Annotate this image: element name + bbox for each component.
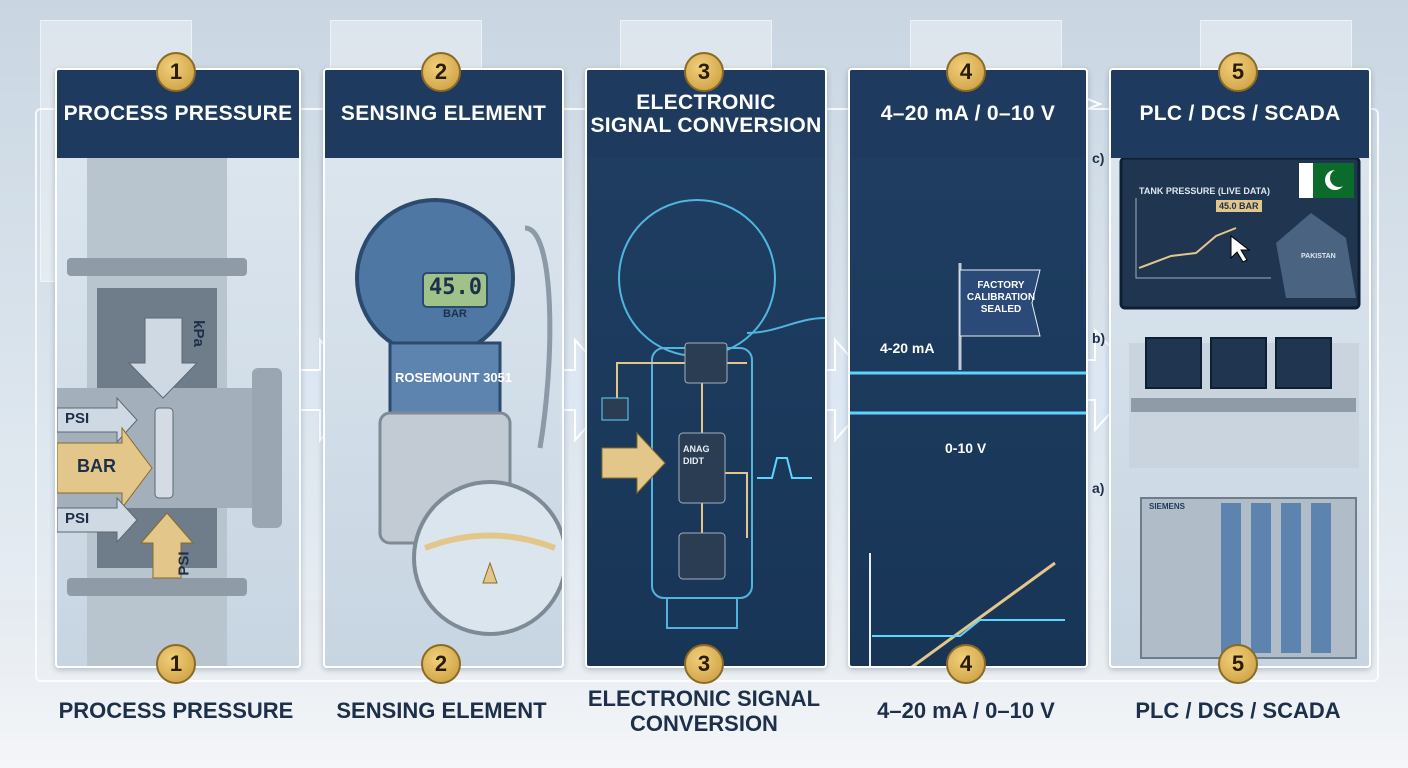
title-line: ELECTRONIC xyxy=(636,90,776,114)
calibration-flag xyxy=(959,269,1041,337)
monitor-title: TANK PRESSURE (LIVE DATA) xyxy=(1139,186,1271,196)
lcd-value: 45.0 xyxy=(429,275,482,300)
diaphragm-magnifier xyxy=(412,480,562,636)
flag-text: FACTORY CALIBRATION SEALED xyxy=(962,280,1040,316)
label-kpa: kPa xyxy=(189,320,207,347)
plc-brand: SIEMENS xyxy=(1149,502,1186,511)
step-badge-top-5: 5 xyxy=(1218,52,1258,92)
graph-signal-line xyxy=(872,619,1065,637)
control-desk xyxy=(1131,398,1356,412)
flag-line: SEALED xyxy=(980,304,1022,315)
step-badge-bottom-1: 1 xyxy=(156,644,196,684)
arrow-kpa xyxy=(127,317,199,399)
flag-line: FACTORY xyxy=(977,280,1025,291)
current-signal-label: 4-20 mA xyxy=(880,340,935,356)
sensing-diaphragm xyxy=(423,532,557,551)
trace xyxy=(616,362,687,398)
caption-5: PLC / DCS / SCADA xyxy=(1135,698,1341,723)
panel-analog-signal: 4–20 mA / 0–10 V 4-20 mA 0-10 V FACTORY … xyxy=(848,68,1088,668)
sublabel-c: c) xyxy=(1092,150,1105,166)
pipe-flange xyxy=(67,258,247,276)
microchip-bottom xyxy=(678,532,726,580)
step-badge-bottom-4: 4 xyxy=(946,644,986,684)
transmitter-cable xyxy=(524,225,553,449)
map-label: PAKISTAN xyxy=(1301,253,1336,260)
caption-line: CONVERSION xyxy=(630,711,778,737)
step-badge-top-3: 3 xyxy=(684,52,724,92)
plc-module xyxy=(1281,503,1301,653)
map-region xyxy=(1276,213,1356,298)
label-psi-bottom: PSI xyxy=(65,510,90,527)
valve-stem xyxy=(154,407,174,499)
sublabel-b: b) xyxy=(1092,330,1106,346)
pipe-illustration xyxy=(57,158,282,666)
control-screen xyxy=(1145,337,1202,389)
circuit-illustration xyxy=(601,199,825,629)
trace xyxy=(722,472,748,538)
title-line: SIGNAL CONVERSION xyxy=(590,114,822,137)
caption-2: SENSING ELEMENT xyxy=(336,698,547,723)
plc-module xyxy=(1221,503,1241,653)
flag-line: CALIBRATION xyxy=(966,292,1036,303)
adc-chip-label: ANAG DIDT xyxy=(683,444,710,466)
monitor-readout: 45.0 BAR xyxy=(1216,200,1262,212)
panel-control-system: PLC / DCS / SCADA TANK PRESSURE (LIVE DA… xyxy=(1109,68,1371,668)
caption-3: ELECTRONIC SIGNAL CONVERSION xyxy=(585,686,823,737)
graph-trend-line xyxy=(910,561,1056,666)
pipe-flange xyxy=(67,578,247,596)
panel-process-pressure: PROCESS PRESSURE kPa PSI BAR PSI PSI xyxy=(55,68,301,668)
live-graph-axes xyxy=(1135,198,1271,279)
step-badge-top-4: 4 xyxy=(946,52,986,92)
arrow-psi-bottom xyxy=(57,496,138,544)
transmitter-illustration xyxy=(355,198,562,636)
caption-line: ELECTRONIC SIGNAL xyxy=(587,686,821,711)
sublabel-a: a) xyxy=(1092,480,1105,496)
panel-sensing-element: SENSING ELEMENT 45.0 BAR ROSEMOUNT 3051 xyxy=(323,68,564,668)
flag-crescent-cut xyxy=(1330,169,1348,187)
panel-title: 4–20 mA / 0–10 V xyxy=(850,70,1086,158)
caption-4: 4–20 mA / 0–10 V xyxy=(877,698,1055,723)
plc-module xyxy=(1311,503,1331,653)
live-graph-line xyxy=(1138,227,1237,269)
circuit-fitting-outline xyxy=(666,598,738,629)
transmitter-brand: ROSEMOUNT 3051 xyxy=(395,370,513,385)
transmitter-neck xyxy=(388,341,502,415)
input-arrow xyxy=(601,431,666,495)
lcd-display xyxy=(422,272,488,308)
step-badge-bottom-2: 2 xyxy=(421,644,461,684)
small-component xyxy=(601,397,629,421)
arrow-psi-vertical xyxy=(139,512,195,579)
control-screen xyxy=(1275,337,1332,389)
microchip-top xyxy=(684,342,728,384)
control-illustration xyxy=(1119,158,1361,659)
pipe-end-flange xyxy=(252,368,282,528)
step-badge-bottom-5: 5 xyxy=(1218,644,1258,684)
label-bar: BAR xyxy=(77,456,116,476)
step-badge-top-2: 2 xyxy=(421,52,461,92)
step-badge-top-1: 1 xyxy=(156,52,196,92)
plc-module xyxy=(1251,503,1271,653)
cursor-icon xyxy=(1230,234,1251,263)
lcd-unit: BAR xyxy=(443,308,467,320)
label-psi-top: PSI xyxy=(65,410,90,427)
step-badge-bottom-3: 3 xyxy=(684,644,724,684)
arrow-psi-top xyxy=(57,396,138,444)
top-flow-chevron xyxy=(1084,97,1103,111)
label-psi-vertical: PSI xyxy=(175,551,193,576)
signal-illustration xyxy=(850,263,1086,666)
circuit-wire xyxy=(746,317,825,334)
pulse-signal xyxy=(757,457,812,479)
arrow-bar xyxy=(57,426,153,510)
control-screen xyxy=(1210,337,1267,389)
voltage-signal-label: 0-10 V xyxy=(945,440,987,456)
diaphragm-arrow xyxy=(482,561,498,584)
adc-chip xyxy=(678,432,726,504)
caption-1: PROCESS PRESSURE xyxy=(58,698,294,723)
